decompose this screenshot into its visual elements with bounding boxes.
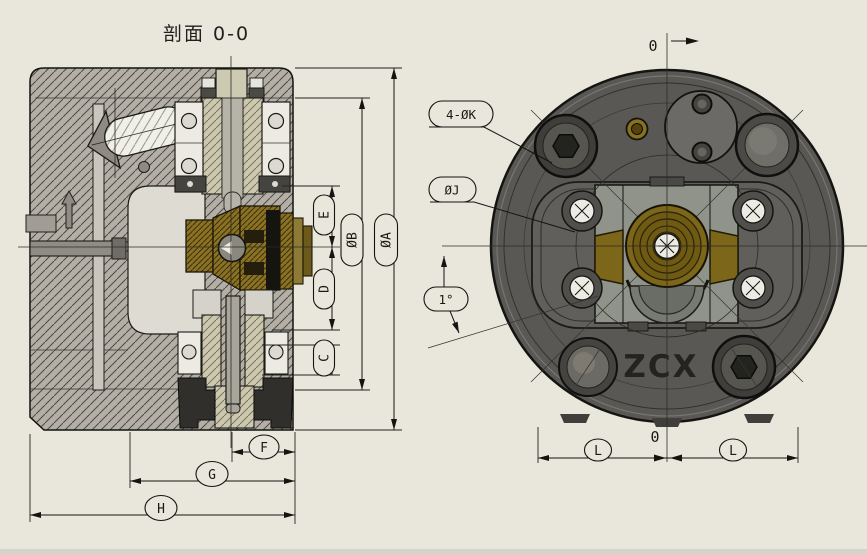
dim-bubble-f [248,434,280,460]
screw-dot-left [187,181,193,187]
page-edge-shade [0,549,867,555]
hole-tick-br [731,348,757,386]
angle-reference-line [427,295,599,349]
lower-column-right [244,314,265,388]
center-arrow-left [654,454,666,462]
corner-hole-top-right [734,112,800,178]
brass-jaw-right [709,229,739,285]
section-marker-bottom: 0 [650,427,659,445]
callout-bolt-circle: ØJ [428,176,576,233]
screw-top-left [561,190,603,232]
dim-label-ob: ØB [340,213,364,267]
plate-tab-bottom-right [685,321,707,332]
pin-hole [138,161,150,173]
clamp-dark-band [266,210,280,290]
spacer-left [192,289,222,319]
section-view: 剖面 0-0 [18,23,402,524]
hole-tick-bl [575,348,601,386]
svg-text:4-ØK: 4-ØK [446,107,477,122]
retainer-right [249,77,264,90]
clamp-slot-lower [244,262,264,275]
dim-bubble-g [195,460,229,488]
svg-text:D: D [318,285,333,293]
side-plug [25,214,57,233]
dim-label-c: C [312,339,336,377]
dim-label-l-left: L [594,444,602,459]
center-bore [221,97,244,199]
dim-bubble-h [144,494,178,522]
section-title: 剖面 0-0 [163,23,250,45]
screw-plate [664,90,738,164]
screw-dot-right [272,181,278,187]
lower-column-left [201,314,222,388]
draw-rod [29,240,117,257]
plate-tab-bottom-left [627,321,649,332]
callout-angle: 1° [423,256,599,349]
dim-bubble-l-left [583,438,613,462]
dim-group-l: L L [537,427,799,463]
screw-top-right [732,190,774,232]
svg-text:ØB: ØB [346,232,361,248]
clamp-slot-upper [244,230,264,243]
top-cap [215,68,248,100]
svg-text:ØJ: ØJ [444,183,459,198]
dim-label-g: G [208,468,216,483]
draw-rod-end [111,237,127,260]
dim-label-d: D [312,268,336,310]
corner-hole-bottom-left [558,337,618,397]
section-marker-top: 0 [648,37,699,55]
seal-boot-right [253,377,294,429]
callout-holes: 4-ØK [428,100,553,164]
screw-bottom-right [732,267,774,309]
svg-text:0: 0 [650,427,659,445]
dim-label-l-right: L [729,444,737,459]
bottom-tab-right [744,414,774,423]
svg-text:ØA: ØA [380,232,395,248]
dim-bubble-l-right [718,438,748,462]
retainer-left [201,77,216,90]
dim-label-oa: ØA [373,213,399,267]
screw-bottom-left [561,267,603,309]
bearing-lower-left [177,331,202,375]
corner-bolt-top-left [533,113,599,179]
seal-boot-left [177,377,216,429]
svg-text:1°: 1° [438,292,453,307]
dim-group-diameter-a: ØA [295,67,402,431]
center-arrow-right [670,454,682,462]
center-screw [225,295,241,405]
dim-label-h: H [157,502,165,517]
dim-label-f: F [260,441,268,456]
dim-label-e: E [312,194,336,236]
locating-pin [61,189,77,229]
svg-text:E: E [318,211,333,219]
section-arrow-top [686,37,699,45]
spacer-right [244,289,274,319]
dim-group-vertical: E D C [262,185,340,377]
brand-logo-text: ZCX [623,349,698,385]
bearing-lower-right [264,331,289,375]
brass-pin [625,117,649,141]
bottom-tab-left [560,414,590,423]
circular-view: ZCX 0 0 L L 4-ØK [423,33,867,463]
brass-collet-clamp [185,204,313,292]
center-screw-tip [225,403,241,414]
svg-text:0: 0 [648,37,657,55]
dim-group-diameter-b: ØB [295,97,370,391]
dim-group-bottom: F G H [29,432,296,524]
brass-jaw-left [594,229,624,285]
svg-text:C: C [318,354,333,362]
ball-highlight [221,241,232,255]
